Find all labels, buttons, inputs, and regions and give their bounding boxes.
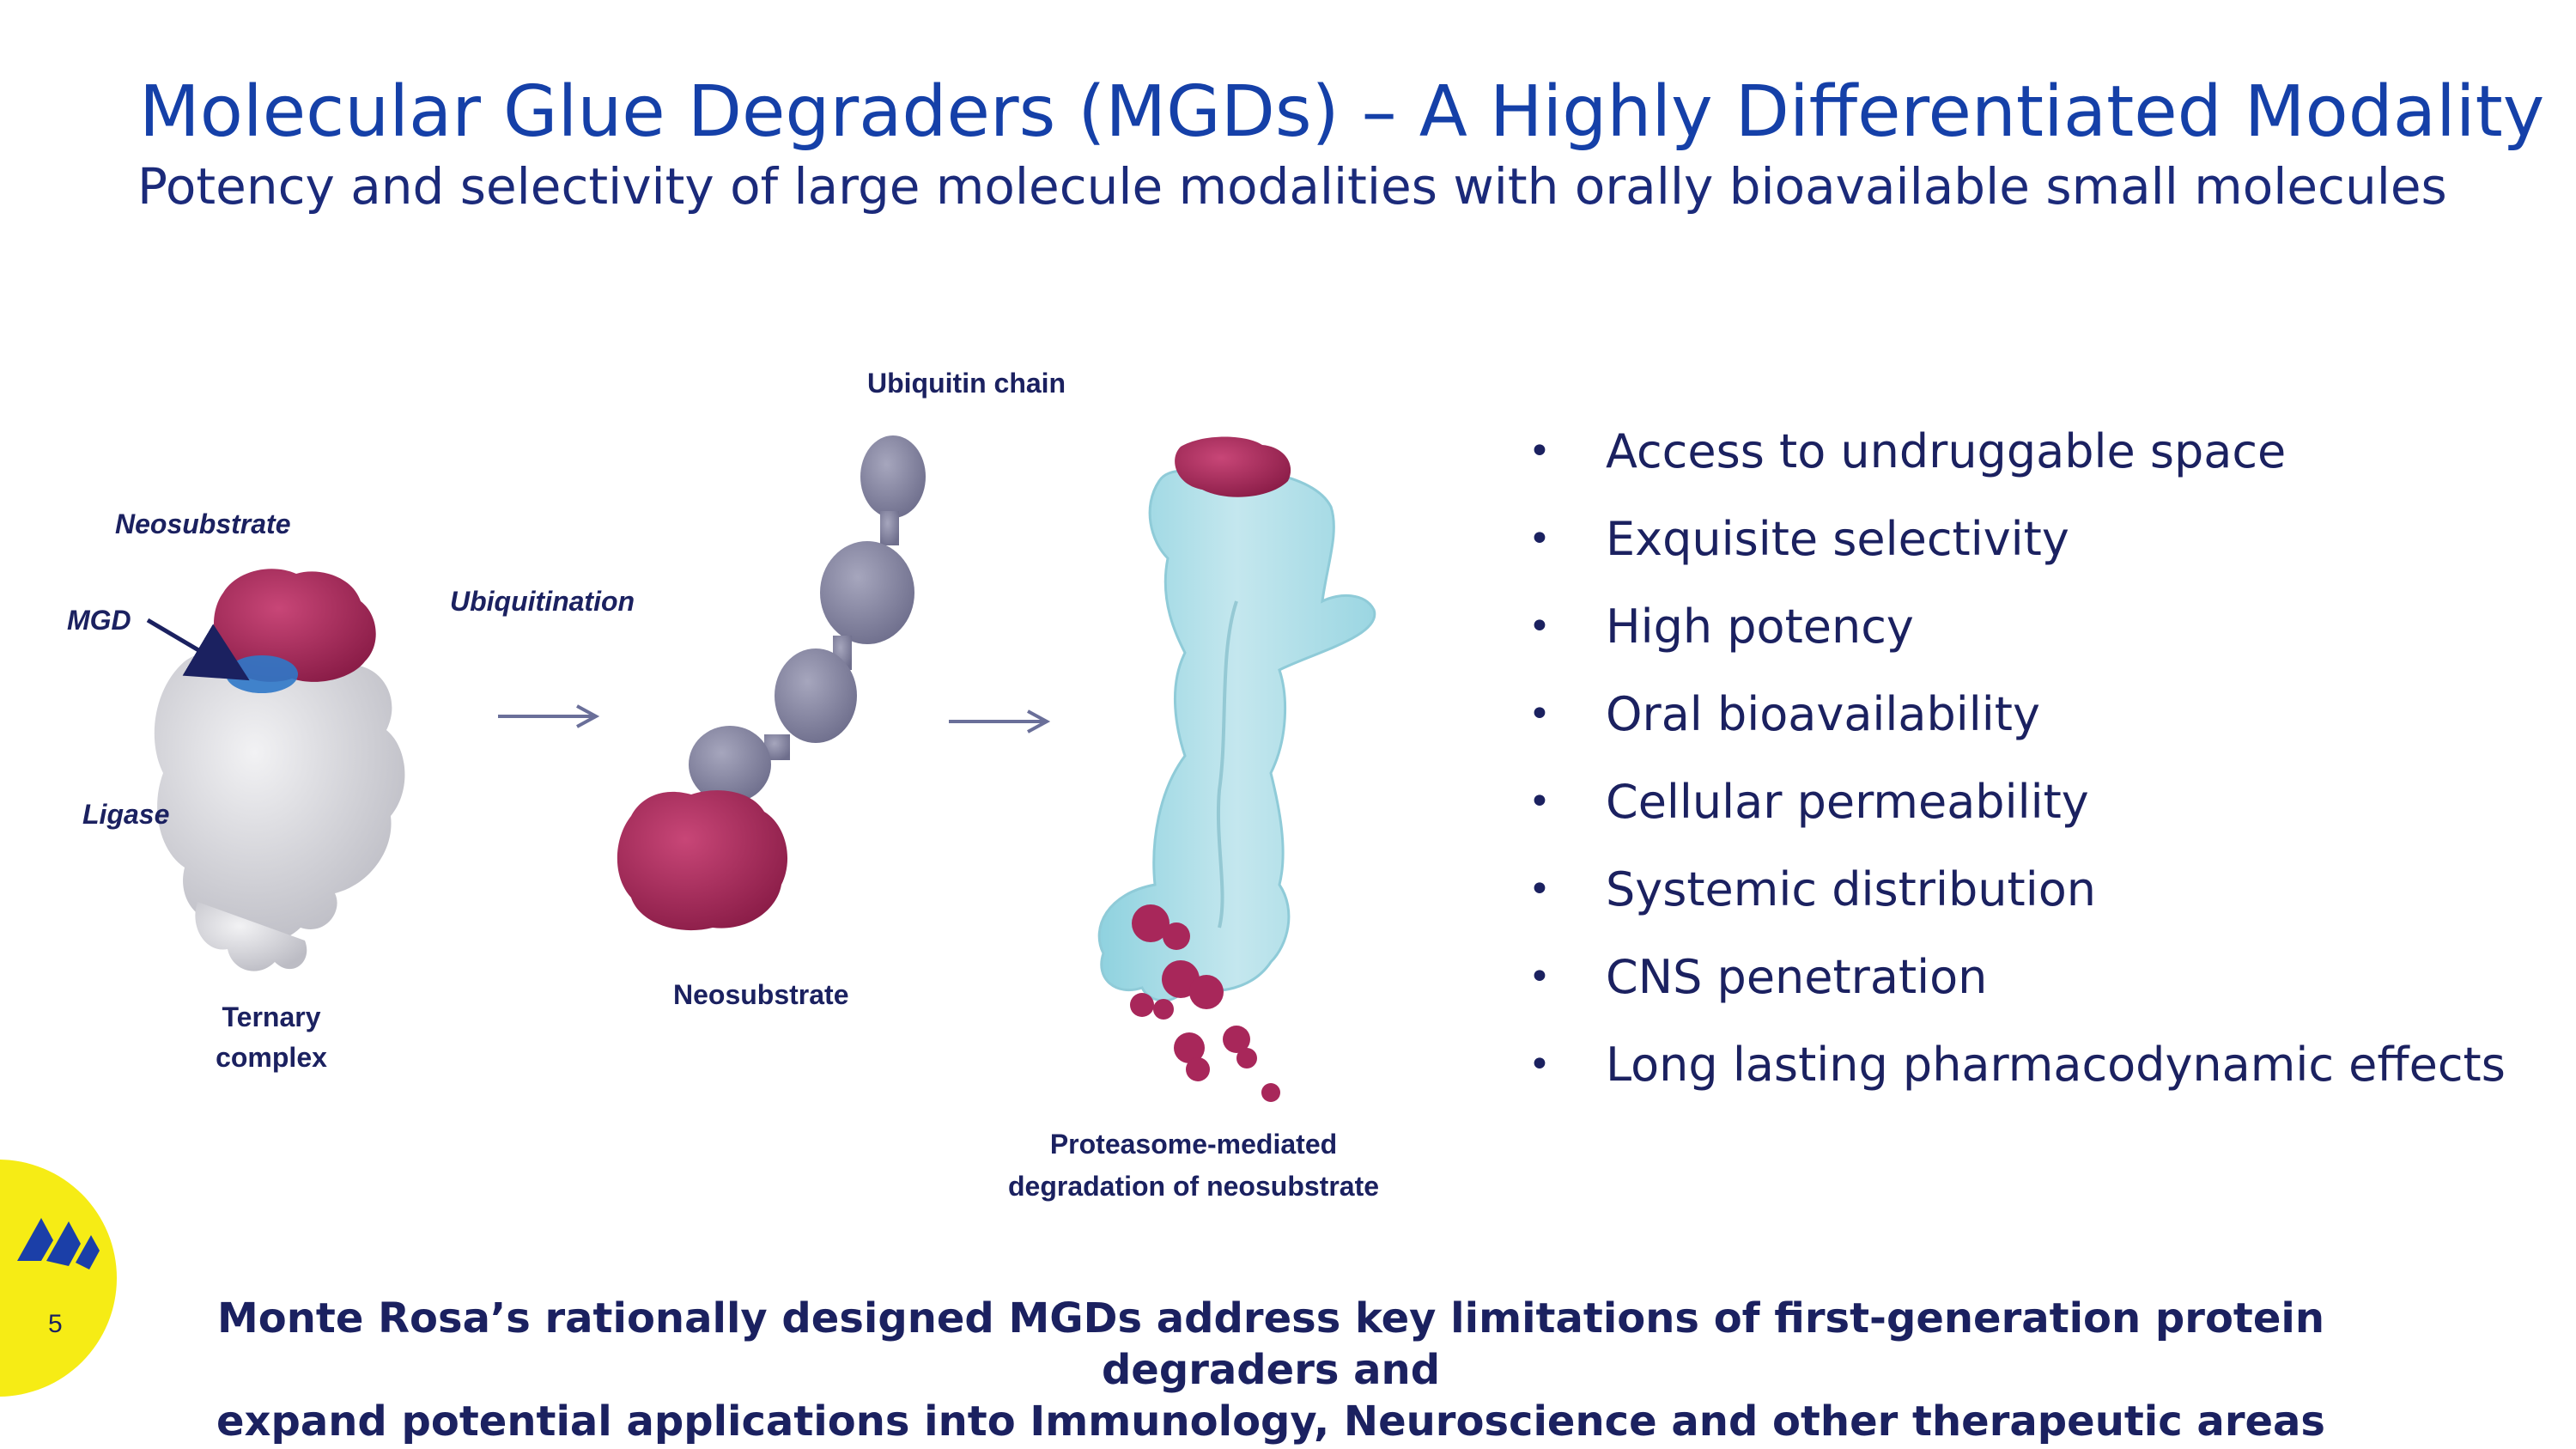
neosubstrate-protein-ternary bbox=[213, 569, 376, 682]
list-item: •Access to undruggable space bbox=[1528, 421, 2506, 508]
bullet-icon: • bbox=[1528, 1043, 1551, 1087]
label-ligase: Ligase bbox=[82, 799, 170, 830]
bullet-icon: • bbox=[1528, 517, 1551, 561]
label-proteasome-degradation: Proteasome-mediated degradation of neosu… bbox=[1007, 1129, 1380, 1202]
bullet-icon: • bbox=[1528, 868, 1551, 911]
slide-title: Molecular Glue Degraders (MGDs) – A High… bbox=[139, 71, 2545, 153]
proteasome-complex bbox=[1097, 466, 1376, 1002]
list-item: •CNS penetration bbox=[1528, 947, 2506, 1034]
list-item: •Long lasting pharmacodynamic effects bbox=[1528, 1034, 2506, 1122]
slide-subtitle: Potency and selectivity of large molecul… bbox=[137, 157, 2447, 216]
list-item: •Exquisite selectivity bbox=[1528, 508, 2506, 596]
label-neosubstrate-ternary: Neosubstrate bbox=[115, 508, 291, 539]
mgd-pointer-arrow bbox=[146, 618, 250, 681]
bullet-icon: • bbox=[1528, 692, 1551, 736]
monte-rosa-logo-icon bbox=[17, 1218, 100, 1269]
label-ubiquitin-chain: Ubiquitin chain bbox=[867, 368, 1066, 399]
benefits-list: •Access to undruggable space •Exquisite … bbox=[1528, 421, 2506, 1122]
label-neosubstrate-ubiquitinated: Neosubstrate bbox=[673, 979, 849, 1010]
bullet-icon: • bbox=[1528, 955, 1551, 999]
bullet-icon: • bbox=[1528, 605, 1551, 648]
ubiquitin-chain bbox=[689, 435, 926, 803]
list-item: •Systemic distribution bbox=[1528, 859, 2506, 947]
list-item: •Oral bioavailability bbox=[1528, 684, 2506, 771]
neosubstrate-fragments bbox=[1130, 436, 1291, 1102]
page-number: 5 bbox=[48, 1310, 63, 1338]
list-item: •High potency bbox=[1528, 596, 2506, 684]
footer-statement: Monte Rosa’s rationally designed MGDs ad… bbox=[216, 1294, 2325, 1446]
label-ternary-complex: Ternary complex bbox=[216, 1002, 327, 1073]
ligase-protein bbox=[154, 649, 405, 971]
label-ubiquitination: Ubiquitination bbox=[450, 586, 635, 617]
label-mgd: MGD bbox=[67, 605, 131, 636]
neosubstrate-protein-ubiquitinated bbox=[617, 790, 788, 931]
list-item: •Cellular permeability bbox=[1528, 771, 2506, 859]
bullet-icon: • bbox=[1528, 429, 1551, 473]
bullet-icon: • bbox=[1528, 780, 1551, 824]
